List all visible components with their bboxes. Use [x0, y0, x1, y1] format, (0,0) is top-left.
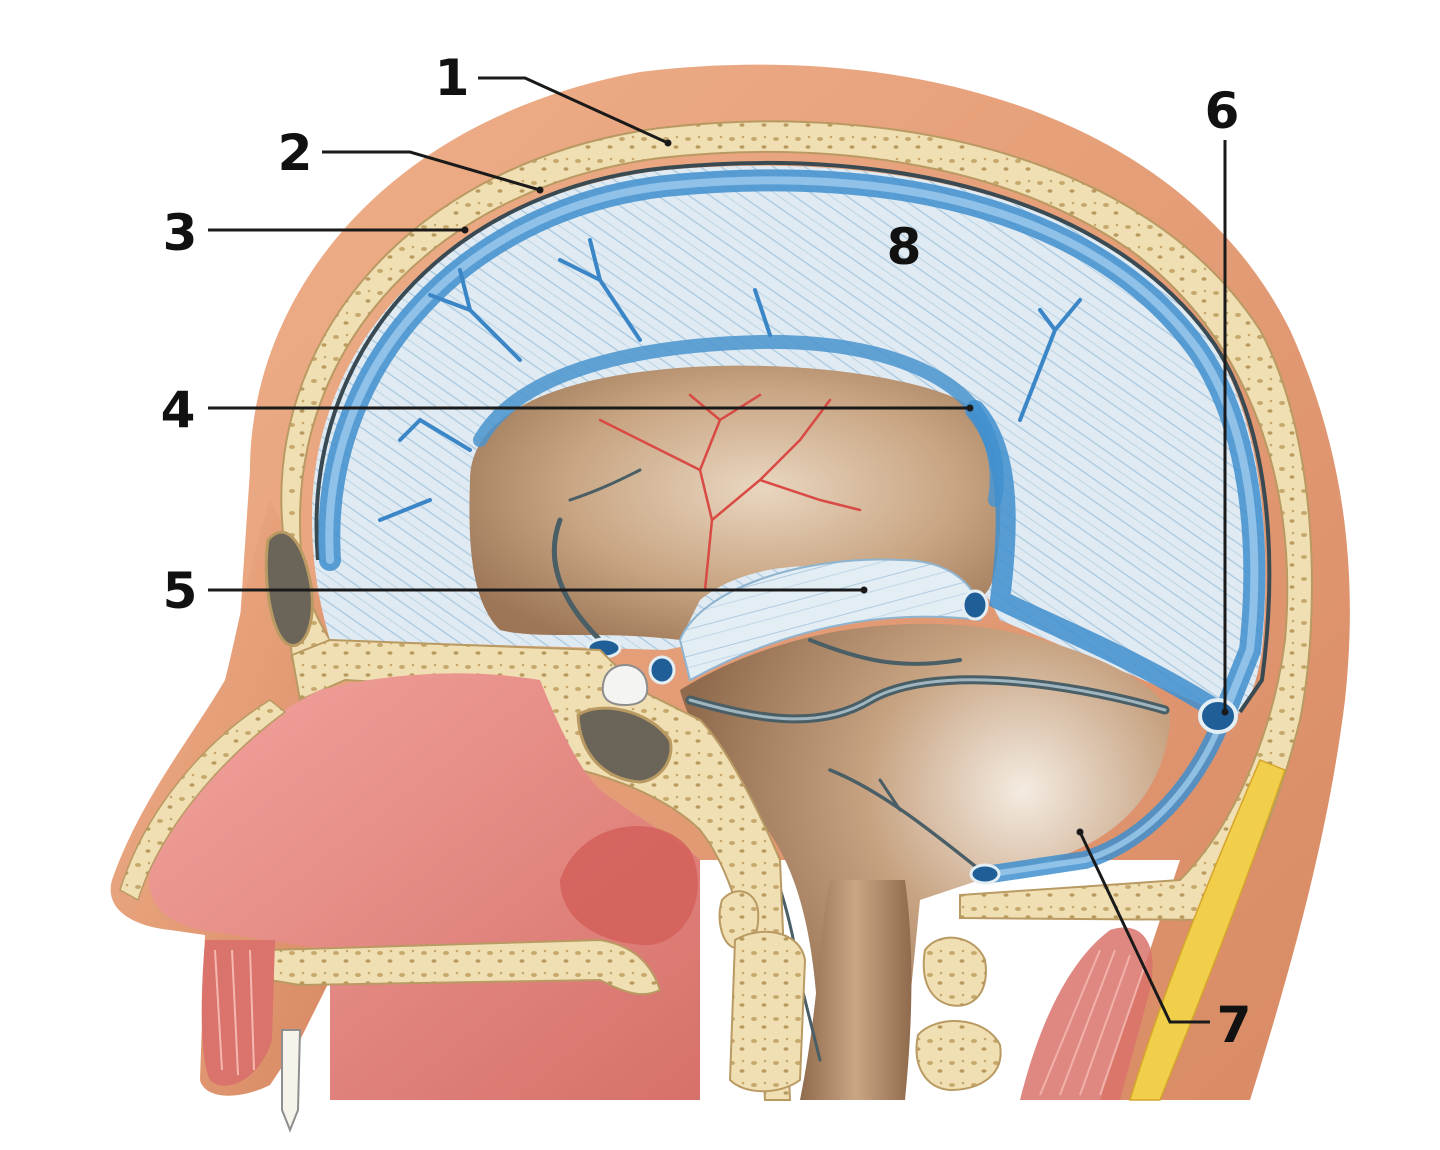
confluence-of-sinuses — [1198, 698, 1238, 734]
callout-4: 4 — [161, 381, 196, 439]
nasal-cavity-mucosa — [149, 673, 701, 1100]
intercavernous-sinus-section — [648, 655, 676, 685]
marginal-sinus-section — [969, 863, 1001, 885]
cervical-vertebrae — [718, 890, 1002, 1093]
neck-muscle-fibers — [1039, 949, 1146, 1096]
callout-2: 2 — [278, 124, 313, 182]
neck-muscle — [1020, 927, 1153, 1100]
sphenoid-sinus — [576, 706, 673, 784]
callout-8: 8 — [887, 218, 922, 276]
cortical-veins — [378, 238, 1082, 522]
brainstem — [800, 880, 912, 1100]
callout-5: 5 — [163, 562, 198, 620]
cerebral-arteries — [598, 393, 862, 592]
lip-muscle-fibers — [214, 949, 255, 1076]
leader-7 — [1078, 831, 1210, 1024]
callout-labels: 1 2 3 4 5 6 7 8 — [161, 49, 1252, 1054]
straight-sinus-section — [961, 589, 989, 621]
hard-palate — [269, 938, 662, 996]
leader-1 — [478, 76, 669, 145]
pituitary-gland — [601, 664, 649, 707]
dura-mater-outline — [314, 160, 1272, 714]
posterior-fossa — [680, 623, 1170, 1100]
straight-sinus — [965, 400, 1230, 722]
leader-lines — [208, 76, 1229, 1024]
leader-2 — [322, 150, 541, 192]
nasal-turbinate — [560, 826, 698, 945]
callout-3: 3 — [163, 204, 198, 262]
nasal-bone — [119, 699, 287, 902]
callout-7: 7 — [1217, 996, 1252, 1054]
subcutaneous-fat — [1128, 759, 1286, 1101]
callout-6: 6 — [1205, 82, 1240, 140]
incisor-tooth — [281, 1029, 302, 1133]
skull-bone — [280, 120, 1313, 922]
callout-1: 1 — [435, 49, 470, 107]
cerebral-cavity — [469, 365, 1001, 640]
